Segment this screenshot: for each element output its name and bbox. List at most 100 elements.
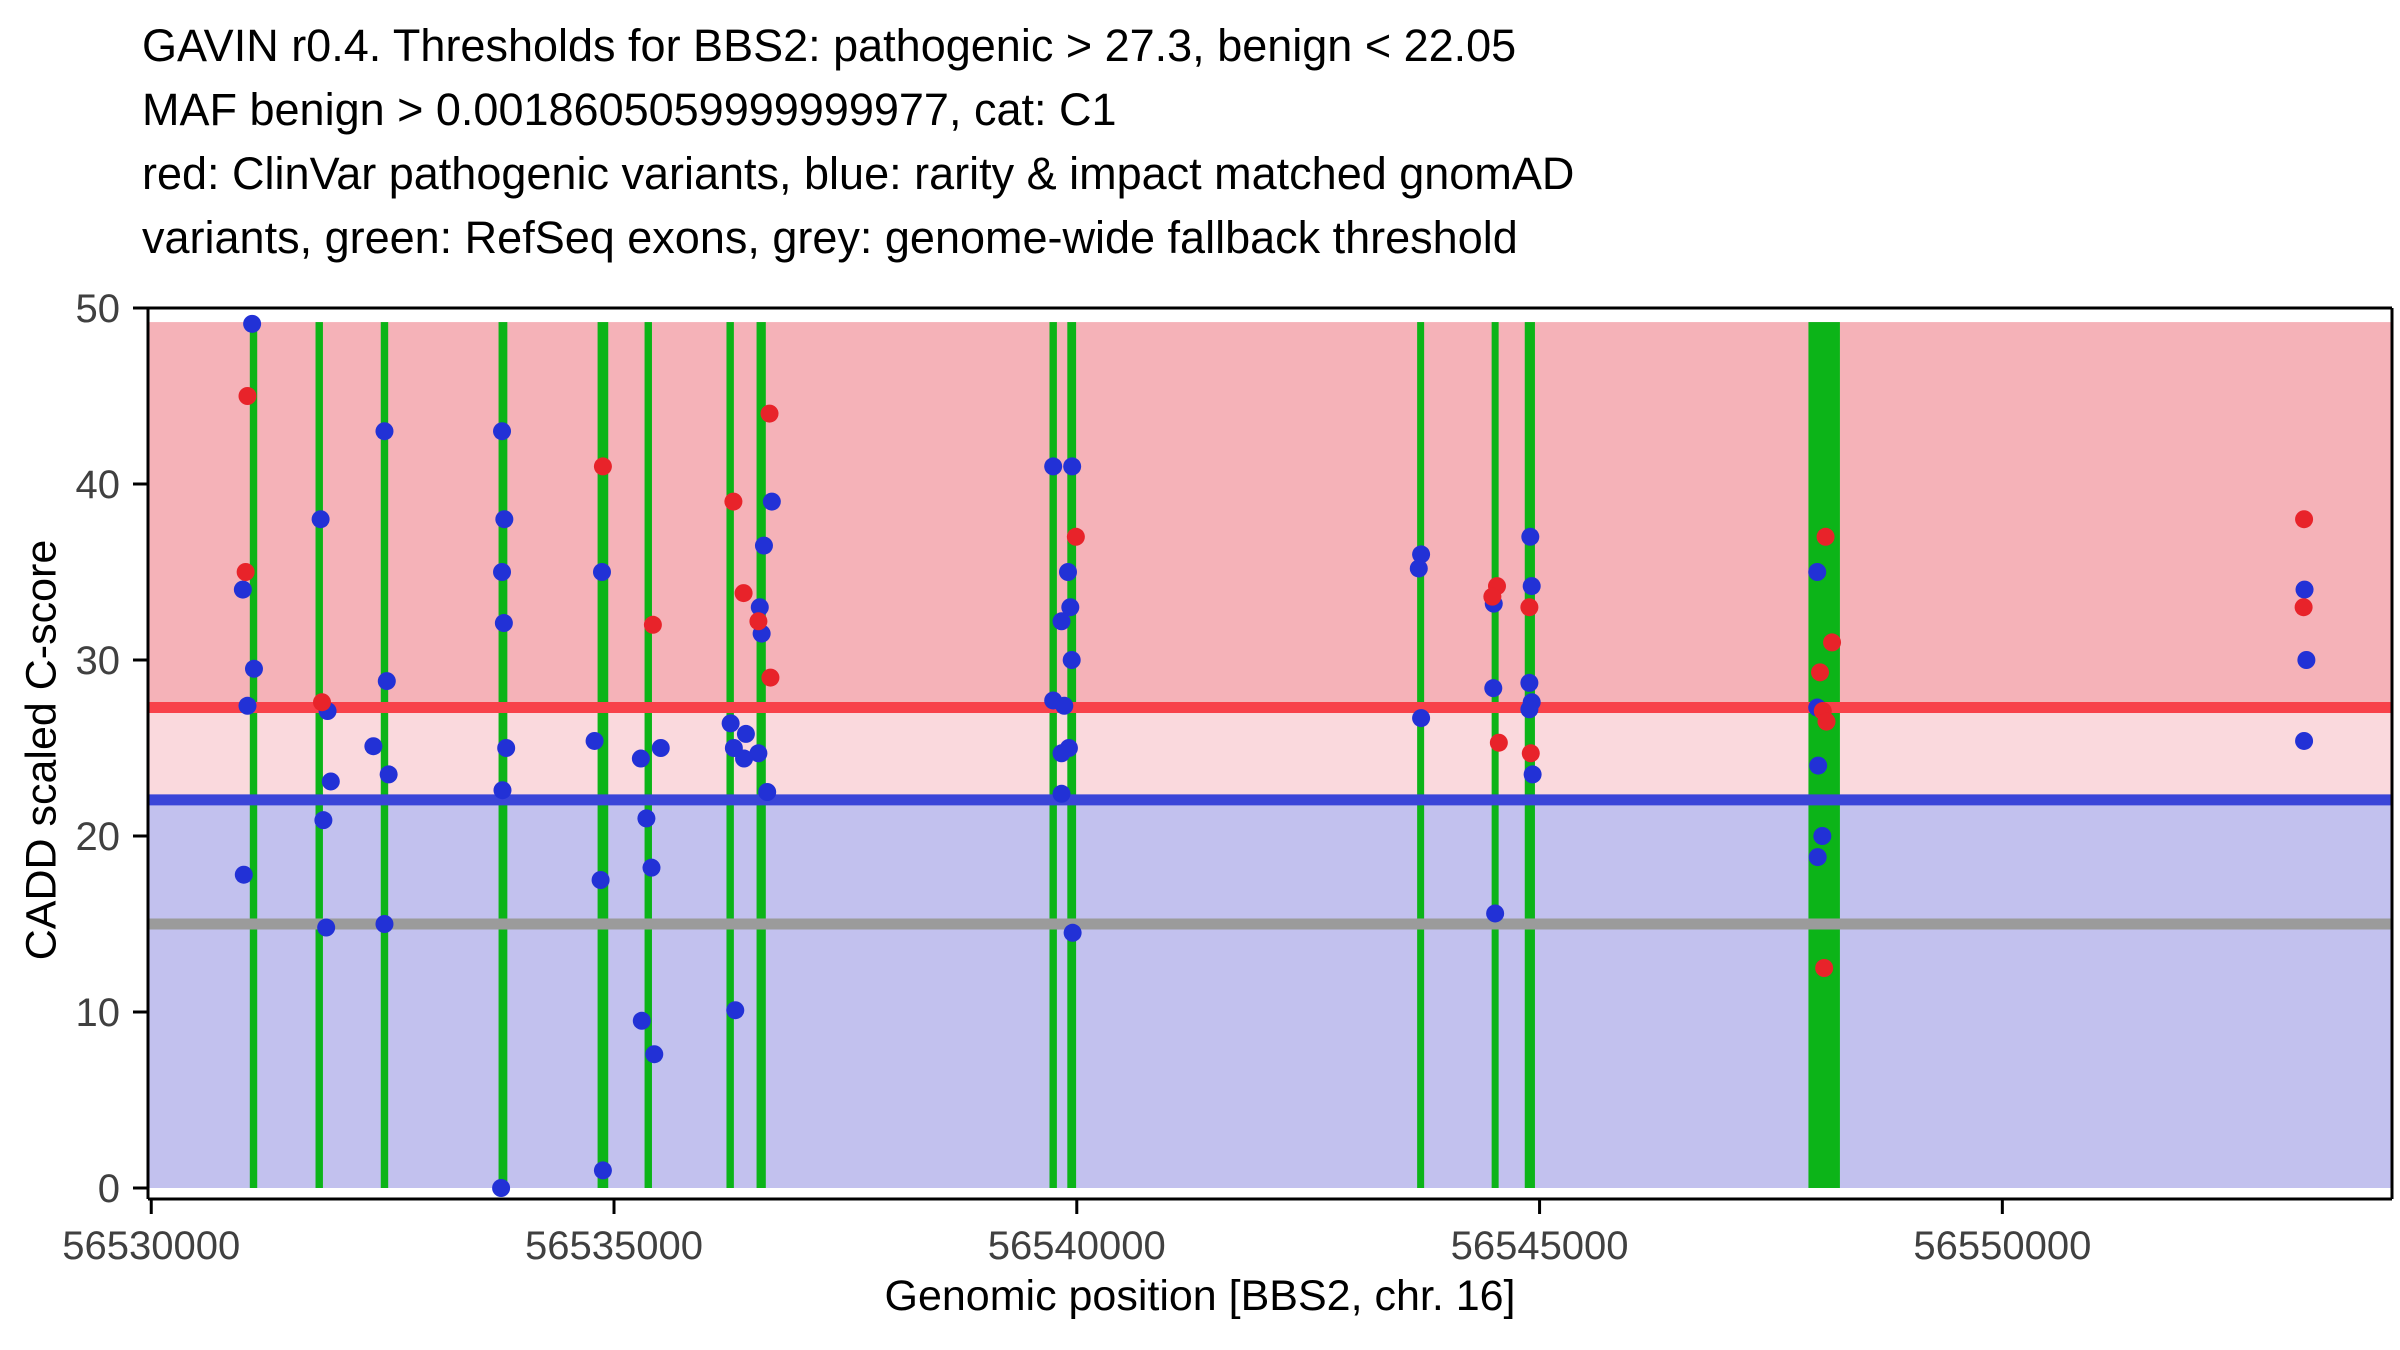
- clinvar-point: [1811, 663, 1830, 682]
- clinvar-point: [1823, 633, 1842, 652]
- plot-title-line-1: GAVIN r0.4. Thresholds for BBS2: pathoge…: [142, 20, 1517, 71]
- gnomad-point: [1063, 923, 1082, 942]
- gnomad-point: [233, 580, 252, 599]
- x-tick-label: 56535000: [525, 1224, 703, 1268]
- gnomad-point: [375, 915, 394, 933]
- gnomad-point: [1522, 577, 1541, 596]
- gnomad-point: [749, 744, 768, 763]
- gnomad-point: [243, 314, 262, 333]
- gnomad-point: [493, 422, 512, 441]
- gnomad-point: [1520, 700, 1539, 719]
- clinvar-point: [2295, 510, 2314, 529]
- y-tick-label: 10: [76, 991, 121, 1035]
- gnomad-point: [1484, 679, 1503, 698]
- gnomad-point: [1062, 651, 1081, 669]
- gnomad-point: [1052, 744, 1071, 763]
- clinvar-point: [1817, 712, 1836, 731]
- benign-band: [148, 799, 2392, 1188]
- gnomad-point: [493, 781, 512, 800]
- gnomad-point: [1055, 696, 1074, 715]
- refseq-exon-bar: [597, 322, 609, 1189]
- y-tick-label: 40: [76, 463, 121, 507]
- gnomad-point: [1809, 756, 1828, 775]
- clinvar-point: [1815, 959, 1834, 977]
- y-tick-label: 50: [76, 287, 121, 331]
- gnomad-point: [377, 672, 396, 691]
- gnomad-point: [1521, 527, 1540, 546]
- gnomad-point: [244, 659, 263, 678]
- clinvar-point: [1066, 527, 1085, 546]
- y-tick-label: 30: [76, 639, 121, 683]
- gnomad-point: [495, 510, 514, 529]
- gnomad-point: [637, 809, 656, 828]
- gnomad-point: [1520, 673, 1539, 692]
- plot-title: GAVIN r0.4. Thresholds for BBS2: pathoge…: [142, 14, 1574, 270]
- gnomad-point: [651, 739, 670, 757]
- gnomad-point: [234, 865, 253, 884]
- intermediate-band: [148, 707, 2392, 800]
- clinvar-point: [1816, 527, 1835, 546]
- gnomad-point: [2297, 651, 2316, 669]
- x-tick-label: 56540000: [988, 1224, 1166, 1268]
- clinvar-point: [1483, 587, 1502, 606]
- gnomad-point: [2295, 580, 2314, 599]
- refseq-exon-bar: [1491, 322, 1499, 1189]
- y-axis-title: CADD scaled C-score: [17, 539, 66, 961]
- plot-title-line-3: red: ClinVar pathogenic variants, blue: …: [142, 148, 1575, 199]
- clinvar-point: [1489, 733, 1508, 752]
- gnomad-point: [1061, 598, 1080, 617]
- gnomad-point: [1052, 784, 1071, 803]
- plot-title-line-4: variants, green: RefSeq exons, grey: gen…: [142, 212, 1518, 263]
- gnomad-point: [314, 811, 333, 830]
- clinvar-point: [749, 612, 768, 631]
- gnomad-point: [1808, 848, 1827, 867]
- gnomad-point: [750, 598, 769, 617]
- gnomad-point: [1063, 457, 1082, 476]
- y-tick-label: 20: [76, 815, 121, 859]
- gnomad-point: [592, 563, 611, 581]
- gnomad-point: [311, 510, 330, 529]
- clinvar-point: [761, 668, 780, 687]
- y-tick-label: 0: [98, 1167, 120, 1211]
- gnomad-point: [726, 1001, 745, 1020]
- x-tick-label: 56530000: [62, 1224, 240, 1268]
- gnomad-point: [494, 614, 513, 633]
- clinvar-point: [643, 615, 662, 634]
- gnomad-point: [631, 749, 650, 768]
- gnomad-point: [1409, 559, 1428, 578]
- clinvar-point: [593, 457, 612, 476]
- gnomad-point: [593, 1161, 612, 1180]
- clinvar-point: [1521, 744, 1540, 763]
- gnomad-point: [721, 714, 740, 733]
- gnomad-point: [1486, 904, 1505, 923]
- clinvar-point: [1520, 598, 1539, 617]
- gnomad-point: [497, 739, 516, 757]
- gnomad-point: [317, 918, 336, 937]
- gnomad-point: [1813, 827, 1832, 845]
- x-tick-label: 56545000: [1451, 1224, 1629, 1268]
- clinvar-point: [238, 387, 257, 405]
- gnomad-point: [1058, 563, 1077, 581]
- gnomad-point: [1808, 563, 1827, 581]
- gnomad-point: [1412, 709, 1431, 728]
- gnomad-point: [238, 696, 257, 715]
- gnomad-point: [754, 536, 773, 555]
- gnomad-point: [364, 737, 383, 756]
- gnomad-point: [642, 858, 661, 877]
- refseq-exon-bar: [380, 322, 389, 1189]
- x-axis-title: Genomic position [BBS2, chr. 16]: [884, 1272, 1516, 1320]
- clinvar-point: [313, 693, 332, 712]
- gnomad-point: [493, 563, 512, 581]
- clinvar-point: [236, 563, 255, 581]
- gnomad-point: [2295, 731, 2314, 750]
- gnomad-point: [375, 422, 394, 441]
- plot-title-line-2: MAF benign > 0.0018605059999999977, cat:…: [142, 84, 1117, 135]
- refseq-exon-bar: [249, 322, 258, 1189]
- gnomad-point: [591, 871, 610, 889]
- clinvar-point: [2294, 598, 2313, 617]
- clinvar-point: [734, 584, 753, 603]
- gnomad-point: [321, 772, 340, 791]
- gnomad-point: [492, 1179, 511, 1197]
